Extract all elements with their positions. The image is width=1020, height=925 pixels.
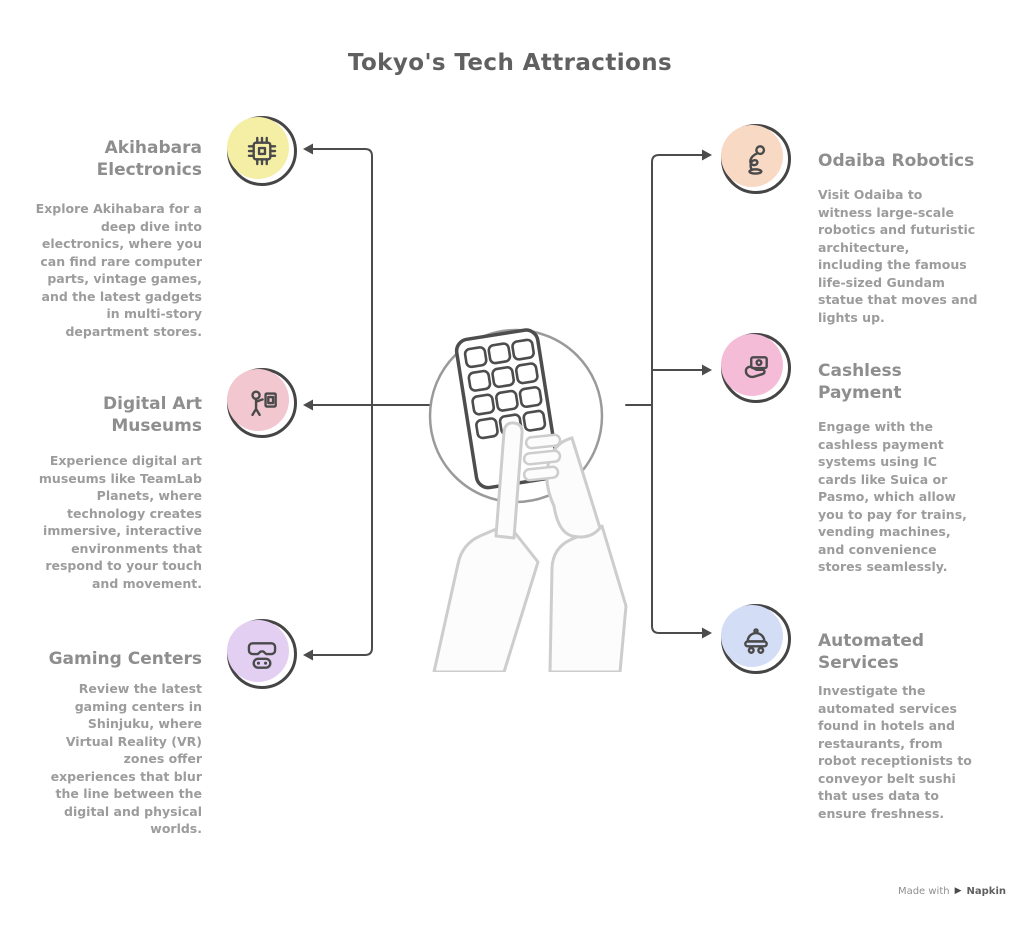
- napkin-logo-icon: ▶: [954, 886, 962, 896]
- gaming-body: Review the latest gaming centers in Shin…: [50, 681, 202, 836]
- arrow-right-middle: [702, 364, 712, 376]
- digital-art-icon-circle: [227, 368, 297, 438]
- made-with-label: Made with: [897, 886, 950, 897]
- akihabara-heading: Akihabara Electronics: [96, 138, 202, 181]
- robot-icon: [748, 145, 766, 175]
- digital-art-body: Experience digital art museums like Team…: [38, 453, 202, 591]
- akihabara-icon-circle: [227, 116, 297, 186]
- automated-icon-circle: [721, 604, 791, 674]
- automated-body: Investigate the automated services found…: [818, 683, 972, 821]
- arrow-left-middle: [303, 399, 313, 411]
- chip-icon: [247, 136, 277, 166]
- automated-icon-bg: [721, 605, 783, 667]
- odaiba-heading: Odaiba Robotics: [818, 151, 975, 171]
- napkin-brand-label: Napkin: [966, 886, 1006, 897]
- made-with-napkin-link[interactable]: Made with ▶ Napkin: [898, 886, 1006, 897]
- calculator: [454, 328, 560, 490]
- vr-gaming-icon: [247, 642, 277, 669]
- gaming-icon-circle: [227, 619, 297, 689]
- arrow-right-bottom: [702, 627, 712, 639]
- art-museum-icon: [251, 390, 277, 417]
- akihabara-body: Explore Akihabara for a deep dive into e…: [35, 201, 202, 339]
- cashless-body: Engage with the cashless payment systems…: [818, 419, 967, 574]
- sushi-icon: [744, 628, 768, 654]
- cashless-icon-circle: [721, 333, 791, 403]
- gaming-icon-bg: [227, 620, 289, 682]
- odaiba-body: Visit Odaiba to witness large-scale robo…: [818, 187, 978, 325]
- odaiba-icon-circle: [721, 124, 791, 194]
- automated-heading: Automated Services: [818, 631, 925, 674]
- arrow-left-top: [303, 143, 313, 155]
- arrow-right-top: [702, 149, 712, 161]
- gaming-heading: Gaming Centers: [48, 649, 202, 669]
- card-payment-icon: [744, 356, 768, 379]
- digital-art-heading: Digital Art Museums: [103, 394, 202, 437]
- cashless-heading: Cashless Payment: [818, 361, 902, 404]
- arrow-left-bottom: [303, 649, 313, 661]
- page-title: Tokyo's Tech Attractions: [347, 50, 673, 76]
- hands-calculator-illustration: [428, 328, 628, 672]
